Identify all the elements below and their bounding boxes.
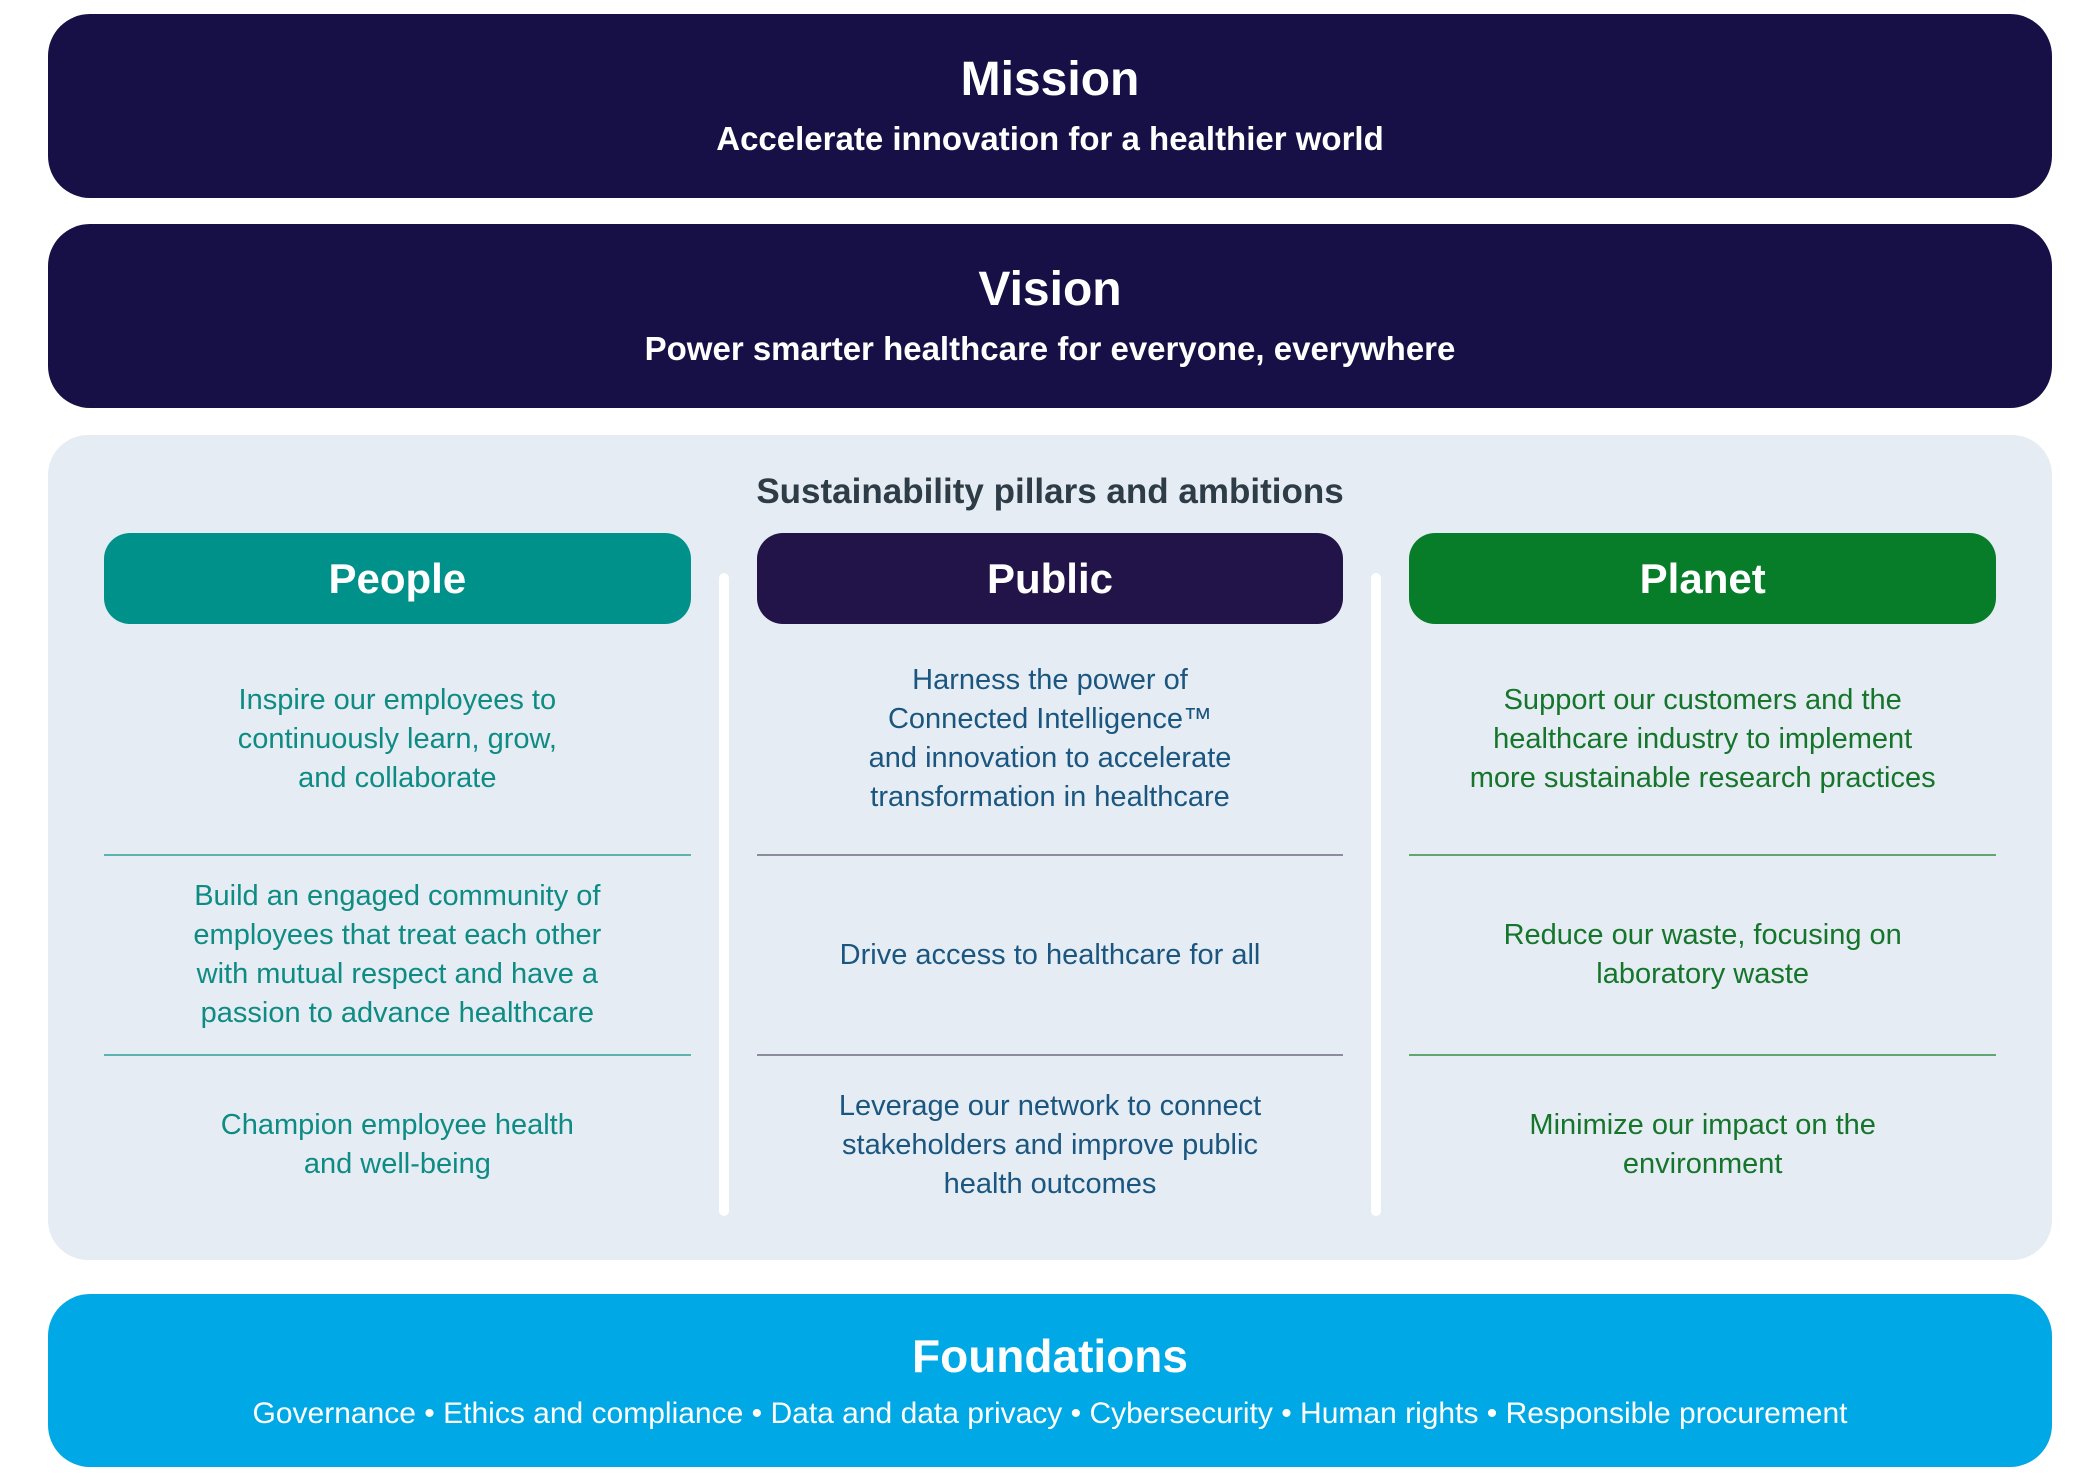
foundations-items: Governance • Ethics and compliance • Dat… xyxy=(252,1397,1848,1431)
planet-ambition-3: Minimize our impact on the environment xyxy=(1409,1056,1996,1234)
foundations-title: Foundations xyxy=(912,1329,1188,1382)
public-divider-1 xyxy=(756,854,1344,856)
people-ambition-3-text: Champion employee health and well-being xyxy=(220,1109,574,1180)
vision-subtitle: Power smarter healthcare for everyone, e… xyxy=(644,330,1456,368)
public-ambition-2-text: Drive access to healthcare for all xyxy=(839,938,1261,971)
public-ambition-3-text: Leverage our network to connect stakehol… xyxy=(838,1089,1262,1200)
vision-title: Vision xyxy=(978,263,1122,317)
pillars-heading: Sustainability pillars and ambitions xyxy=(756,472,1344,511)
pillar-column-public: Public Harness the power of Connected In… xyxy=(756,533,1344,1234)
pillar-header-planet: Planet xyxy=(1409,533,1997,624)
pillar-column-people: People Inspire our employees to continuo… xyxy=(104,533,691,1234)
people-ambition-1: Inspire our employees to continuously le… xyxy=(104,624,691,854)
pillar-header-people: People xyxy=(104,533,691,624)
public-ambition-1-text: Harness the power of Connected Intellige… xyxy=(868,664,1232,813)
mission-subtitle: Accelerate innovation for a healthier wo… xyxy=(716,120,1384,158)
people-ambition-3: Champion employee health and well-being xyxy=(104,1056,691,1234)
planet-ambition-2-text: Reduce our waste, focusing on laboratory… xyxy=(1503,919,1902,990)
planet-ambition-2: Reduce our waste, focusing on laboratory… xyxy=(1409,856,1996,1054)
planet-ambition-3-text: Minimize our impact on the environment xyxy=(1529,1109,1876,1180)
planet-ambition-1: Support our customers and the healthcare… xyxy=(1409,624,1996,854)
column-divider-1 xyxy=(718,573,729,1216)
planet-ambition-1-text: Support our customers and the healthcare… xyxy=(1469,683,1936,794)
people-ambition-2: Build an engaged community of employees … xyxy=(104,856,691,1054)
planet-divider-1 xyxy=(1409,854,1997,856)
pillars-panel: Sustainability pillars and ambitions Peo… xyxy=(48,435,2052,1260)
people-divider-2 xyxy=(104,1054,691,1056)
column-divider-2 xyxy=(1371,573,1382,1216)
pillars-row: People Inspire our employees to continuo… xyxy=(48,533,2052,1234)
people-divider-1 xyxy=(104,854,691,856)
public-divider-2 xyxy=(756,1054,1344,1056)
mission-title: Mission xyxy=(960,53,1140,107)
mission-banner: Mission Accelerate innovation for a heal… xyxy=(48,14,2052,198)
planet-divider-2 xyxy=(1409,1054,1997,1056)
public-ambition-1: Harness the power of Connected Intellige… xyxy=(757,624,1344,854)
pillar-column-planet: Planet Support our customers and the hea… xyxy=(1409,533,1997,1234)
foundations-banner: Foundations Governance • Ethics and comp… xyxy=(48,1294,2052,1467)
people-ambition-1-text: Inspire our employees to continuously le… xyxy=(237,683,557,794)
vision-banner: Vision Power smarter healthcare for ever… xyxy=(48,224,2052,408)
public-ambition-2: Drive access to healthcare for all xyxy=(757,856,1344,1054)
public-ambition-3: Leverage our network to connect stakehol… xyxy=(757,1056,1344,1234)
pillar-header-public: Public xyxy=(756,533,1344,624)
people-ambition-2-text: Build an engaged community of employees … xyxy=(193,880,602,1029)
